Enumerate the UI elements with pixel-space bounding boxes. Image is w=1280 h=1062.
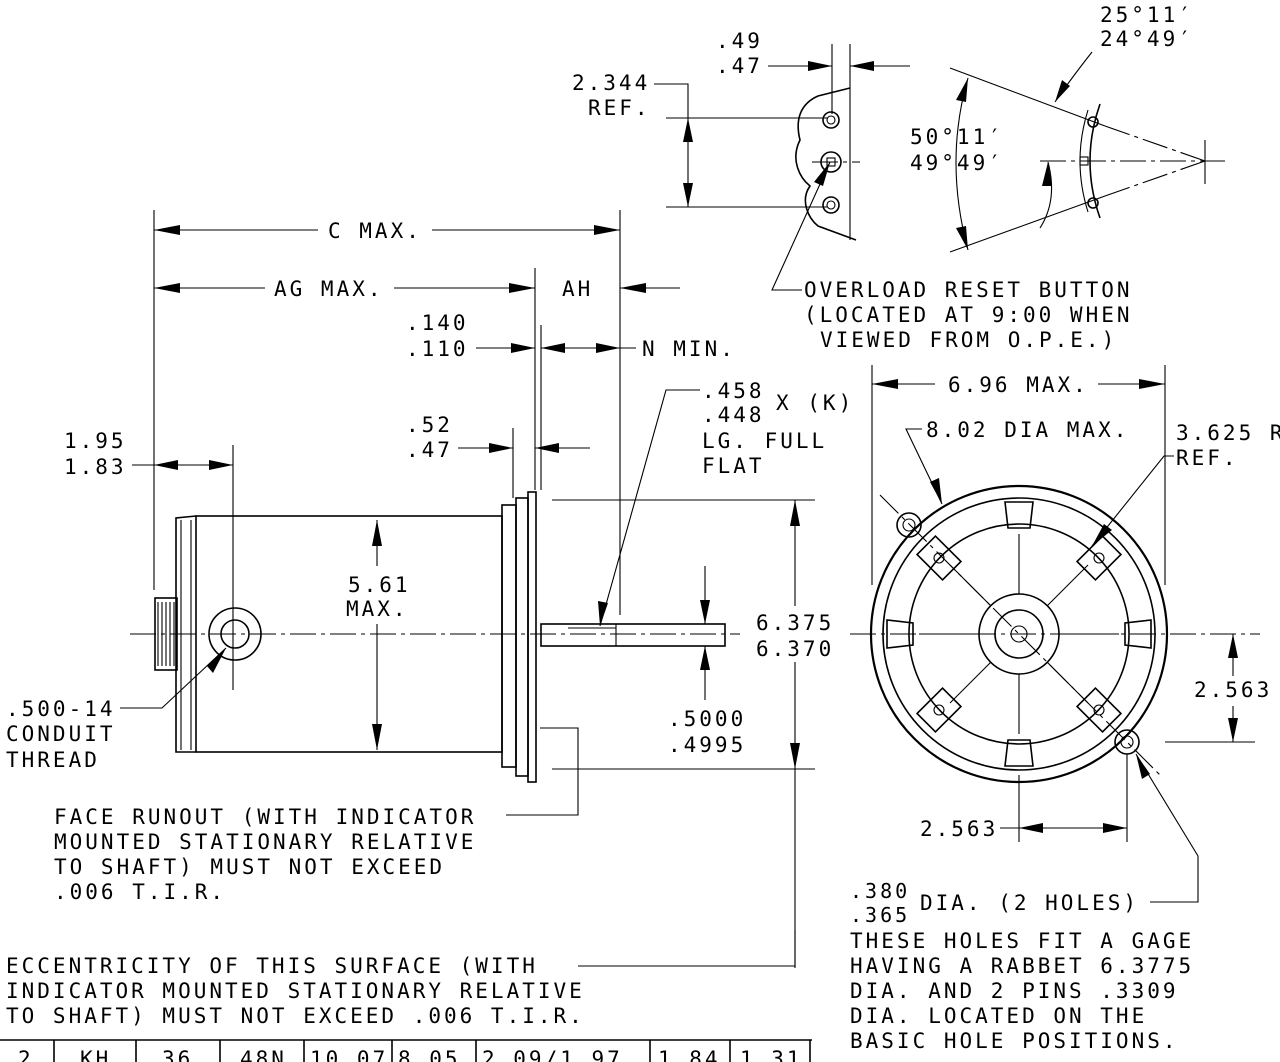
overload-note-3: VIEWED FROM O.P.E.): [820, 328, 1117, 352]
table-cell: 36: [162, 1047, 193, 1062]
holes-label: DIA. (2 HOLES): [920, 891, 1139, 915]
thread-label: THREAD: [6, 748, 100, 772]
dim-2344-ref: REF.: [588, 96, 651, 120]
ag-max-label: AG MAX.: [274, 277, 384, 301]
table-cell: KH: [80, 1047, 111, 1062]
dim-049: .49: [716, 29, 763, 53]
dim-3625-ref: REF.: [1176, 446, 1239, 470]
overload-note-2: (LOCATED AT 9:00 WHEN: [804, 303, 1133, 327]
angle-2449: 24°49′: [1100, 27, 1194, 51]
lg-full-label: LG. FULL: [702, 429, 827, 453]
dim-458: .458: [702, 379, 765, 403]
dim-2563-horizontal: 2.563: [920, 817, 998, 841]
angle-4949: 49°49′: [910, 151, 1004, 175]
gage-note-1: THESE HOLES FIT A GAGE: [850, 929, 1194, 953]
gage-note-3: DIA. AND 2 PINS .3309: [850, 979, 1179, 1003]
dim-696: 6.96 MAX.: [948, 373, 1089, 397]
gage-note-4: DIA. LOCATED ON THE: [850, 1004, 1147, 1028]
c-max-label: C MAX.: [328, 219, 422, 243]
table-cell: 8.05: [398, 1047, 461, 1062]
table-cell: 48N: [240, 1047, 287, 1062]
dim-xk: X (K): [776, 391, 854, 415]
dim-561: 5.61: [348, 573, 411, 597]
dim-6375: 6.375: [756, 611, 834, 635]
ecc-note-3: TO SHAFT) MUST NOT EXCEED .006 T.I.R.: [6, 1004, 585, 1028]
runout-note-2: MOUNTED STATIONARY RELATIVE: [54, 830, 476, 854]
dim-047b: .47: [716, 54, 763, 78]
table-cell: 2.09/1.97: [482, 1047, 623, 1062]
dim-52: .52: [406, 413, 453, 437]
runout-note-3: TO SHAFT) MUST NOT EXCEED: [54, 855, 445, 879]
dim-365: .365: [850, 903, 910, 927]
overload-note-1: OVERLOAD RESET BUTTON: [804, 278, 1133, 302]
conduit-label: CONDUIT: [6, 722, 116, 746]
runout-note-1: FACE RUNOUT (WITH INDICATOR: [54, 805, 476, 829]
table-cell: 1.31: [740, 1047, 803, 1062]
ecc-note-2: INDICATOR MOUNTED STATIONARY RELATIVE: [6, 979, 585, 1003]
dim-561-max: MAX.: [346, 597, 409, 621]
angle-5011: 50°11′: [910, 125, 1004, 149]
dim-380: .380: [850, 879, 910, 903]
dim-4995: .4995: [668, 733, 746, 757]
table-cell: 2: [18, 1047, 34, 1062]
dim-195: 1.95: [64, 429, 127, 453]
gage-note-2: HAVING A RABBET 6.3775: [850, 954, 1194, 978]
ecc-note-1: ECCENTRICITY OF THIS SURFACE (WITH: [6, 954, 538, 978]
angle-2511: 25°11′: [1100, 3, 1194, 27]
n-min-label: N MIN.: [642, 337, 736, 361]
runout-note-4: .006 T.I.R.: [54, 880, 226, 904]
dim-448: .448: [702, 403, 765, 427]
ah-label: AH: [562, 277, 593, 301]
dim-47: .47: [406, 438, 453, 462]
flat-label: FLAT: [702, 454, 765, 478]
dim-183: 1.83: [64, 455, 127, 479]
dim-6370: 6.370: [756, 637, 834, 661]
conduit-size: .500-14: [6, 697, 116, 721]
dim-802: 8.02 DIA MAX.: [926, 418, 1129, 442]
dim-3625: 3.625 R: [1176, 421, 1280, 445]
dim-140: .140: [406, 311, 469, 335]
table-cell: 1.84: [658, 1047, 721, 1062]
dim-110: .110: [406, 337, 469, 361]
table-cell: 10.07: [310, 1047, 388, 1062]
dim-2563-vertical: 2.563: [1194, 678, 1272, 702]
gage-note-5: BASIC HOLE POSITIONS.: [850, 1029, 1179, 1053]
dim-2344: 2.344: [572, 71, 650, 95]
dim-5000: .5000: [668, 707, 746, 731]
